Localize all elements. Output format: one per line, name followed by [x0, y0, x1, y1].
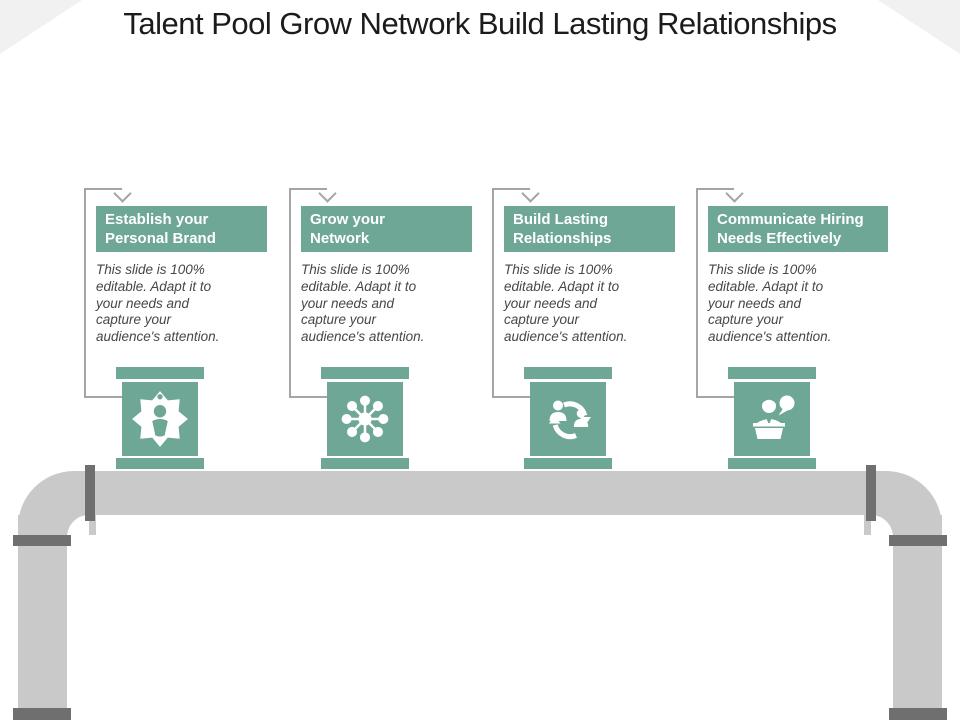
- pipeline-vertical-right: [893, 515, 942, 708]
- column-description: This slide is 100% editable. Adapt it to…: [301, 262, 425, 345]
- bracket-line: [84, 188, 86, 398]
- bracket-line: [84, 188, 122, 190]
- pipeline-horizontal: [85, 471, 875, 515]
- column-header: Build Lasting Relationships: [504, 206, 675, 252]
- pipe-valve-2: [321, 367, 409, 469]
- bracket-line: [289, 396, 327, 398]
- speaker-podium-icon: [734, 382, 810, 456]
- column-header: Grow your Network: [301, 206, 472, 252]
- column-description: This slide is 100% editable. Adapt it to…: [504, 262, 628, 345]
- valve-flange: [116, 367, 204, 379]
- valve-flange: [524, 367, 612, 379]
- bracket-line: [696, 188, 734, 190]
- network-hub-icon: [327, 382, 403, 456]
- pipe-end-cap: [889, 708, 947, 720]
- pipe-valve-1: [116, 367, 204, 469]
- pipe-joint: [85, 465, 95, 521]
- valve-flange: [116, 458, 204, 469]
- valve-flange: [321, 458, 409, 469]
- people-cycle-icon: [530, 382, 606, 456]
- bracket-line: [84, 396, 122, 398]
- column-establish-personal-brand: Establish your Personal Brand This slide…: [84, 184, 284, 486]
- column-description: This slide is 100% editable. Adapt it to…: [708, 262, 832, 345]
- pipe-valve-4: [728, 367, 816, 469]
- column-header: Establish your Personal Brand: [96, 206, 267, 252]
- pipeline-inner-fillet: [67, 515, 89, 537]
- valve-flange: [728, 367, 816, 379]
- pipe-end-cap: [13, 708, 71, 720]
- valve-flange: [524, 458, 612, 469]
- column-description: This slide is 100% editable. Adapt it to…: [96, 262, 220, 345]
- bracket-line: [492, 188, 530, 190]
- bracket-line: [289, 188, 291, 398]
- pipe-joint: [866, 465, 876, 521]
- pipeline-vertical-left: [18, 515, 67, 708]
- column-grow-your-network: Grow your Network This slide is 100% edi…: [289, 184, 489, 486]
- pipe-joint: [13, 535, 71, 546]
- person-badge-icon: [122, 382, 198, 456]
- page-title: Talent Pool Grow Network Build Lasting R…: [123, 6, 837, 41]
- column-communicate-hiring-needs: Communicate Hiring Needs Effectively Thi…: [696, 184, 896, 486]
- bracket-line: [289, 188, 327, 190]
- valve-flange: [728, 458, 816, 469]
- pipe-valve-3: [524, 367, 612, 469]
- bracket-line: [492, 188, 494, 398]
- bracket-line: [696, 188, 698, 398]
- pipe-joint: [889, 535, 947, 546]
- column-header: Communicate Hiring Needs Effectively: [708, 206, 888, 252]
- bracket-line: [696, 396, 734, 398]
- column-build-lasting-relationships: Build Lasting Relationships This slide i…: [492, 184, 692, 486]
- bracket-line: [492, 396, 530, 398]
- valve-flange: [321, 367, 409, 379]
